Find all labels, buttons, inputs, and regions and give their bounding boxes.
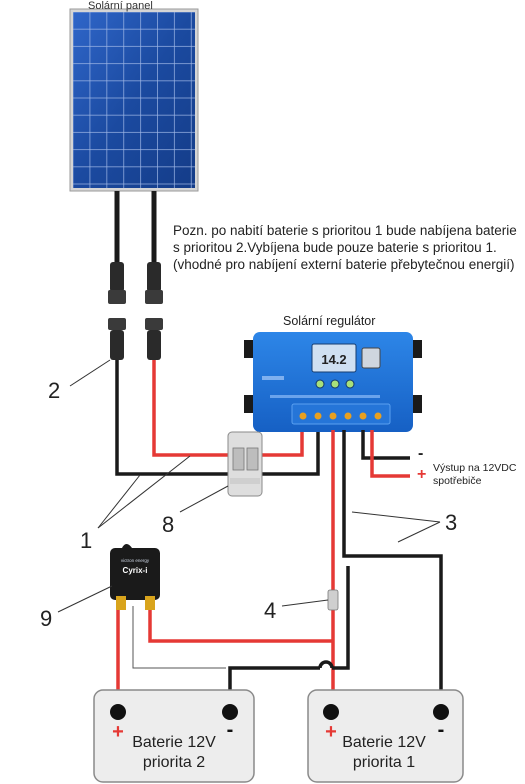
- regulator-label: Solární regulátor: [283, 314, 376, 328]
- callout-4: 4: [264, 598, 277, 623]
- battery-1-line2: priorita 1: [352, 754, 416, 771]
- battery-2-line2: priorita 2: [142, 754, 206, 771]
- cyrix-brand: victron energy: [121, 558, 150, 563]
- battery-1-plus: +: [325, 721, 337, 743]
- battery-1-minus: -: [438, 719, 445, 741]
- callout-1: 1: [80, 528, 93, 553]
- solar-panel-label: Solární panel: [88, 0, 153, 12]
- output-label: Výstup na 12VDC spotřebiče: [433, 462, 516, 488]
- battery-1-label: Baterie 12V priorita 1: [308, 733, 460, 773]
- solar-panel: [69, 8, 199, 192]
- callout-9: 9: [40, 606, 53, 631]
- callout-8: 8: [162, 512, 175, 537]
- output-label-line1: Výstup na 12VDC: [433, 462, 517, 474]
- callout-lines: [57, 359, 441, 613]
- panel-cables: [114, 191, 157, 262]
- pv-input-wires: [115, 360, 320, 476]
- battery-2-line1: Baterie 12V: [132, 734, 216, 751]
- fuse-holder: [227, 431, 263, 497]
- mc4-connector-positive: [145, 262, 163, 360]
- battery-1-line1: Baterie 12V: [342, 734, 426, 751]
- regulator-terminals: [299, 412, 382, 420]
- mc4-connectors: [108, 262, 163, 360]
- battery-2-label: Baterie 12V priorita 2: [94, 733, 254, 773]
- inline-fuse: [327, 589, 339, 611]
- solar-regulator: 14.2: [244, 332, 422, 432]
- regulator-display: 14.2: [321, 352, 346, 367]
- output-label-line2: spotřebiče: [433, 475, 482, 487]
- output-minus-sign: -: [418, 445, 424, 462]
- battery-priority-1: + -: [307, 689, 464, 783]
- load-output-wires: [361, 430, 410, 478]
- battery-2-minus: -: [227, 719, 234, 741]
- mc4-connector-negative: [108, 262, 126, 360]
- battery-priority-2: + -: [93, 689, 255, 783]
- cyrix-name: Cyrix-i: [123, 566, 148, 575]
- note-text: Pozn. po nabití baterie s prioritou 1 bu…: [173, 223, 517, 272]
- output-plus-sign: +: [417, 466, 427, 483]
- callout-3: 3: [445, 510, 458, 535]
- callout-2: 2: [48, 378, 61, 403]
- battery-2-plus: +: [112, 721, 124, 743]
- cyrix-combiner: victron energy Cyrix-i: [110, 544, 160, 610]
